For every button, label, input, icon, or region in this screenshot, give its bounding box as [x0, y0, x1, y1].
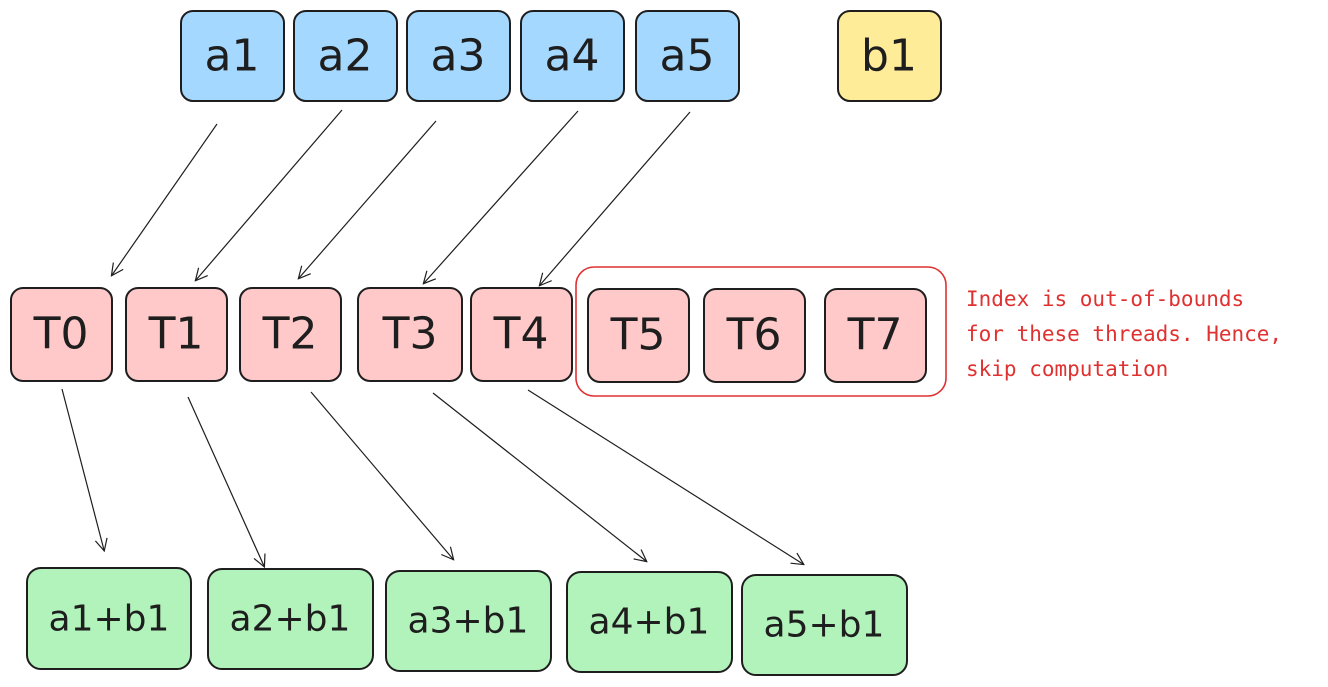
- thread-label-t6: T6: [726, 310, 782, 361]
- input-box-a1: a1: [180, 10, 285, 102]
- input-label-a5: a5: [660, 31, 715, 82]
- thread-label-t3: T3: [382, 309, 438, 360]
- input-box-a2: a2: [293, 10, 398, 102]
- arrow-t0-to-out1: [61, 388, 104, 550]
- thread-box-t1: T1: [125, 287, 228, 382]
- input-label-a4: a4: [545, 31, 600, 82]
- input-array-row: a1 a2 a3 a4 a5: [180, 10, 740, 102]
- note-line-1: Index is out-of-bounds: [966, 287, 1244, 311]
- input-label-a3: a3: [431, 31, 486, 82]
- input-label-a2: a2: [318, 31, 373, 82]
- thread-box-t6: T6: [703, 288, 806, 383]
- arrow-a4-to-t3: [424, 110, 579, 283]
- thread-box-t5: T5: [587, 288, 690, 383]
- output-box-2: a2+b1: [207, 568, 374, 670]
- arrow-a5-to-t4: [540, 111, 691, 285]
- input-box-a5: a5: [635, 10, 740, 102]
- arrow-t4-to-out5: [527, 389, 803, 564]
- output-row: a1+b1 a2+b1 a3+b1 a4+b1 a5+b1: [26, 567, 908, 676]
- thread-box-t3: T3: [357, 287, 463, 382]
- thread-box-t4: T4: [470, 287, 573, 382]
- output-label-3: a3+b1: [408, 601, 529, 642]
- thread-label-t2: T2: [262, 309, 318, 360]
- output-label-5: a5+b1: [764, 605, 885, 646]
- arrow-t2-to-out3: [310, 391, 453, 559]
- out-of-bounds-note: Index is out-of-bounds for these threads…: [966, 287, 1295, 381]
- arrow-a3-to-t2: [299, 120, 437, 278]
- arrow-t1-to-out2: [187, 396, 264, 566]
- input-to-thread-arrows: [112, 109, 691, 285]
- output-box-5: a5+b1: [741, 574, 908, 676]
- thread-label-t7: T7: [847, 310, 903, 361]
- output-box-4: a4+b1: [566, 571, 733, 673]
- out-of-bounds-highlight: [575, 266, 947, 397]
- arrow-a1-to-t0: [112, 123, 218, 275]
- input-label-a1: a1: [205, 31, 260, 82]
- input-box-a4: a4: [520, 10, 625, 102]
- note-line-2: for these threads. Hence,: [966, 322, 1282, 346]
- scalar-box-b1: b1: [837, 10, 942, 102]
- output-label-1: a1+b1: [49, 599, 170, 640]
- output-label-2: a2+b1: [230, 599, 351, 640]
- thread-label-t0: T0: [33, 309, 89, 360]
- thread-box-t7: T7: [824, 288, 927, 383]
- scalar-label: b1: [861, 31, 917, 82]
- output-box-3: a3+b1: [385, 570, 552, 672]
- thread-box-t0: T0: [10, 287, 113, 382]
- thread-label-t5: T5: [610, 310, 666, 361]
- output-label-4: a4+b1: [589, 602, 710, 643]
- thread-label-t4: T4: [493, 309, 549, 360]
- output-box-1: a1+b1: [26, 567, 192, 670]
- input-box-a3: a3: [406, 10, 511, 102]
- thread-row: T0 T1 T2 T3 T4 T5 T6 T7: [10, 287, 927, 383]
- arrow-a2-to-t1: [196, 109, 343, 280]
- thread-to-output-arrows: [61, 388, 803, 566]
- thread-box-t2: T2: [239, 287, 342, 382]
- thread-label-t1: T1: [148, 309, 204, 360]
- arrow-t3-to-out4: [432, 392, 646, 561]
- note-line-3: skip computation: [966, 357, 1168, 381]
